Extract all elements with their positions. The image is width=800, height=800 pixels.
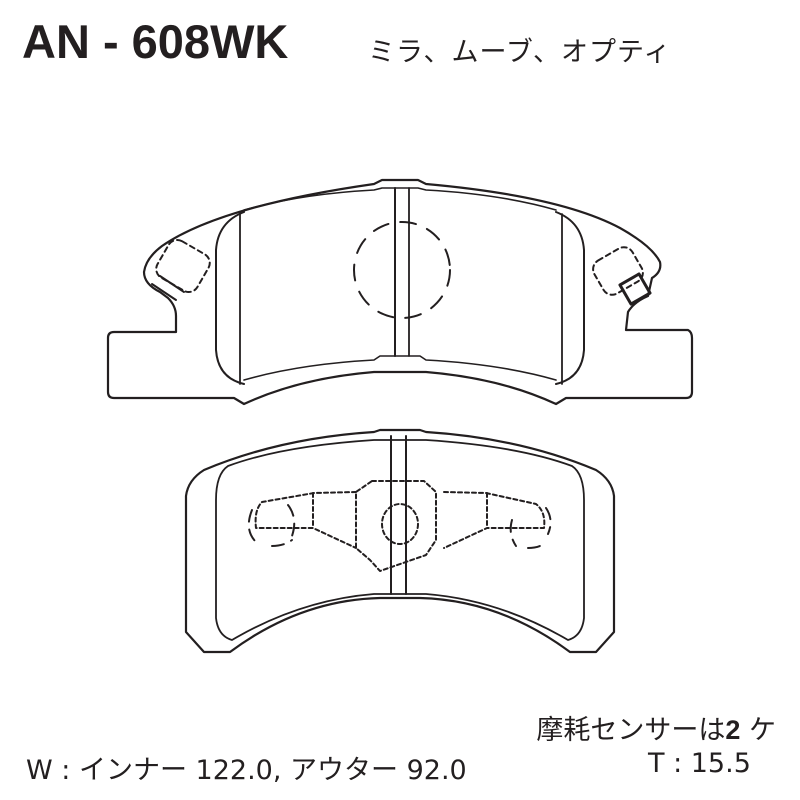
part-number-title: AN - 608WK	[22, 15, 289, 68]
sensor-note-prefix: 摩耗センサーは	[536, 715, 726, 746]
sensor-count: 2	[725, 715, 741, 745]
sensor-note-suffix: ケ	[749, 715, 776, 746]
compatible-models: ミラ、ムーブ、オプティ	[368, 37, 672, 68]
width-dimensions: W : インナー 122.0, アウター 92.0	[26, 755, 467, 786]
wear-sensor-note: 摩耗センサーは2 ケ	[536, 708, 776, 747]
thickness-dimension: T : 15.5	[648, 748, 751, 779]
dimensions-line: W : インナー 122.0, アウター 92.0 T : 15.5	[26, 748, 751, 787]
upper-pad	[106, 178, 694, 406]
lower-pad	[184, 428, 616, 654]
